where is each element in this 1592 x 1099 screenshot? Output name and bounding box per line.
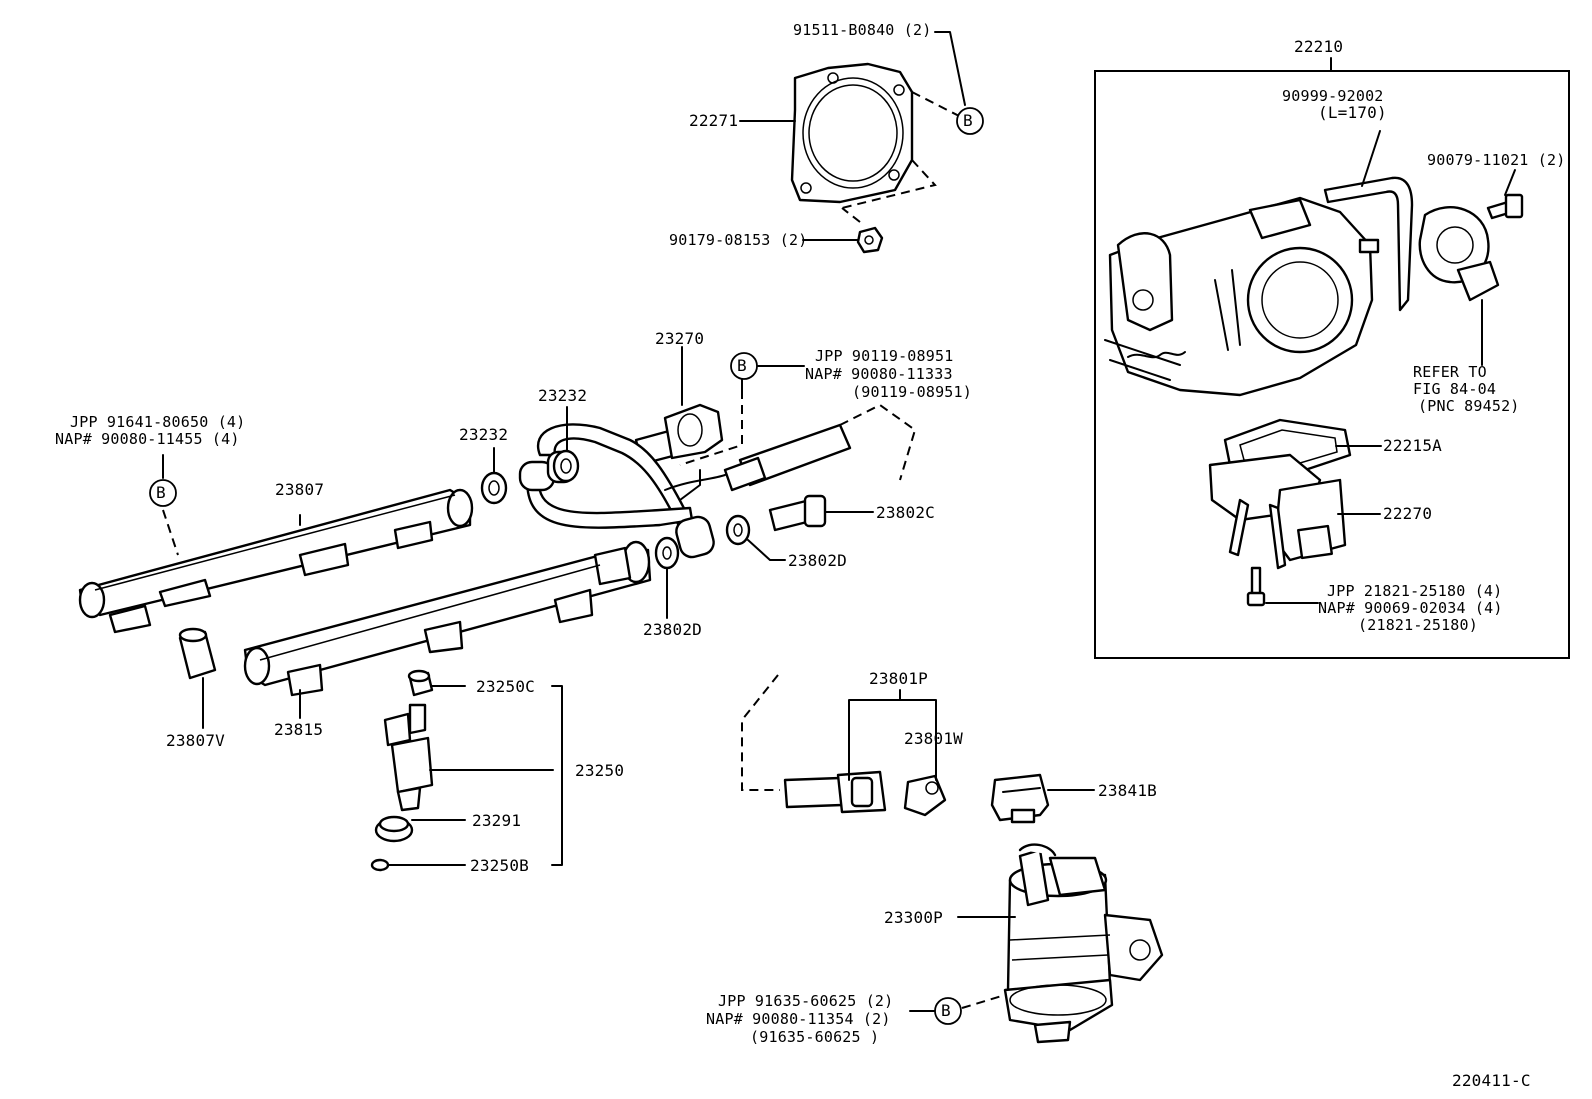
throttle-sensor [1418, 206, 1500, 302]
label-jpp-90119: JPP 90119-08951 [815, 347, 954, 365]
dash-22271 [841, 91, 964, 209]
label-23802D-a: 23802D [788, 551, 847, 570]
ref-circle-91511 [956, 107, 984, 135]
label-23250B: 23250B [470, 856, 529, 875]
label-alt-90119: (90119-08951) [852, 383, 972, 401]
leader-90999 [1361, 130, 1381, 187]
label-23815: 23815 [274, 720, 324, 739]
label-23270: 23270 [655, 329, 705, 348]
bolt-23802C [768, 494, 827, 532]
label-90999-len: (L=170) [1318, 103, 1387, 122]
label-jpp-21821: JPP 21821-25180 (4) [1327, 582, 1503, 600]
ref-marker: B [737, 356, 747, 375]
label-22215A: 22215A [1383, 436, 1442, 455]
label-23232-a: 23232 [459, 425, 509, 444]
label-23291: 23291 [472, 811, 522, 830]
holder-23841B [990, 773, 1050, 824]
gasket-22271 [790, 62, 914, 204]
leader-23802D-a [747, 539, 786, 561]
washer-23232-b [552, 449, 580, 483]
ref-circle-rail [149, 479, 177, 507]
hose [1323, 176, 1414, 312]
label-90079: 90079-11021 (2) [1427, 151, 1566, 169]
label-90179: 90179-08153 (2) [669, 231, 808, 249]
label-nap-90080-11455: NAP# 90080-11455 (4) [55, 430, 240, 448]
bolt-90079 [1486, 193, 1524, 220]
label-refer-1: REFER TO [1413, 363, 1487, 381]
label-nap-90069: NAP# 90069-02034 (4) [1318, 599, 1503, 617]
label-23801P: 23801P [869, 669, 928, 688]
ref-circle-filter [934, 997, 962, 1025]
label-23250: 23250 [575, 761, 625, 780]
bracket-23801P [848, 689, 937, 781]
ref-marker: B [941, 1001, 951, 1020]
isc-valve-22270 [1208, 453, 1347, 570]
dash-23801P [741, 674, 780, 791]
o-ring-23250B [370, 858, 390, 872]
label-nap-90080-11354: NAP# 90080-11354 (2) [706, 1010, 891, 1028]
washer-23802D-b [654, 536, 680, 570]
figure-number: 220411-C [1452, 1071, 1531, 1090]
dash-pipe [839, 403, 917, 481]
label-23841B: 23841B [1098, 781, 1157, 800]
label-22210: 22210 [1294, 37, 1344, 56]
screw-21821 [1246, 566, 1266, 607]
label-90999: 90999-92002 [1282, 87, 1384, 105]
grommet-23291 [374, 815, 414, 843]
leader-90079 [1504, 169, 1516, 196]
connector-23801P [783, 770, 887, 814]
label-nap-90080-11333: NAP# 90080-11333 [805, 365, 953, 383]
dash-23807 [162, 509, 179, 556]
label-23807: 23807 [275, 480, 325, 499]
label-jpp-91641: JPP 91641-80650 (4) [70, 413, 246, 431]
label-23300P: 23300P [884, 908, 943, 927]
label-23802D-b: 23802D [643, 620, 702, 639]
throttle-body [1104, 196, 1380, 397]
retainer-23801W [903, 774, 947, 817]
ref-marker: B [963, 111, 973, 130]
label-23250C: 23250C [476, 677, 535, 696]
washer-23802D-a [725, 514, 751, 546]
label-jpp-91635: JPP 91635-60625 (2) [718, 992, 894, 1010]
label-alt-21821: (21821-25180) [1358, 616, 1478, 634]
bracket-23250 [551, 685, 563, 866]
insulator-23250C [407, 669, 434, 697]
fuel-rail-23807 [78, 488, 474, 634]
label-23232-b: 23232 [538, 386, 588, 405]
label-refer-3: (PNC 89452) [1418, 397, 1520, 415]
label-22270: 22270 [1383, 504, 1433, 523]
fuel-rail-23815 [243, 540, 652, 697]
ref-marker: B [156, 483, 166, 502]
fuel-filter-23300P [1003, 843, 1164, 1044]
label-alt-91635: (91635-60625 ) [750, 1028, 880, 1046]
label-22271: 22271 [689, 111, 739, 130]
label-23801W: 23801W [904, 729, 963, 748]
label-91511: 91511-B0840 (2) [793, 21, 932, 39]
dash-23300P [961, 994, 1006, 1009]
nut-90179 [856, 226, 884, 254]
leader-91511 [934, 31, 966, 106]
label-refer-2: FIG 84-04 [1413, 380, 1497, 398]
label-23802C: 23802C [876, 503, 935, 522]
washer-23232-a [480, 471, 508, 505]
label-23807V: 23807V [166, 731, 225, 750]
cushion-23807V [178, 627, 217, 680]
injector-23250 [383, 703, 434, 812]
